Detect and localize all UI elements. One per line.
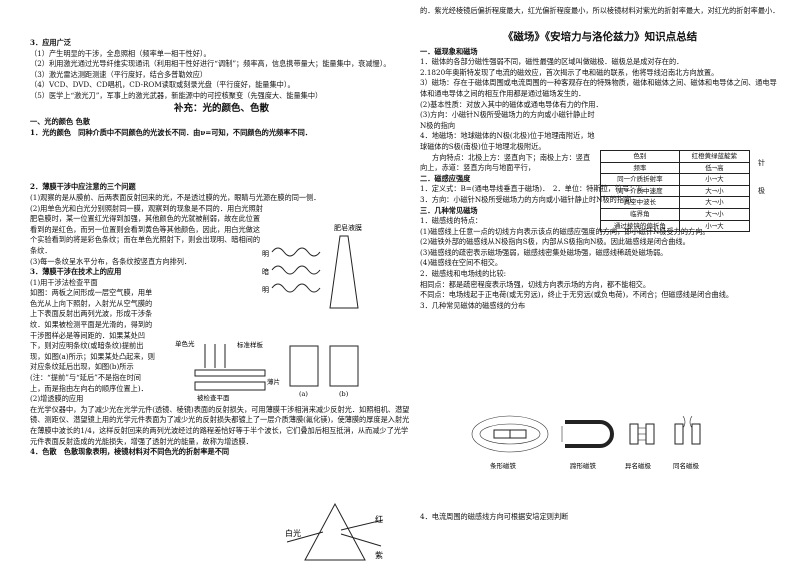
sec3-line: 1．磁感线的特点：: [420, 216, 483, 226]
sec1-line: 2.1820年奥斯特发现了电流的磁效应，首次揭示了电和磁的联系，他将导线沿南北方…: [420, 67, 719, 77]
sec3-line: 相同点：都是疏密程度表示场强，切线方向表示场的方向，都不能相交。: [420, 279, 651, 289]
wedge-label: 薄片: [267, 377, 280, 386]
sec3-line: 不同点：电场线起于正电荷(或无穷远)，终止于无穷远(或负电荷)，不闭合；但磁感线…: [420, 290, 734, 300]
magnet-label: 异名磁极: [625, 461, 652, 470]
sec1-line: 4．地磁场：地球磁体的N极(北极)位于地理南附近，地球磁体的S极(南极)位于地理…: [420, 131, 595, 151]
magnet-label: 蹄形磁铁: [570, 461, 597, 470]
s2-line: (1)观察的是从膜前、后两表面反射回来的光，不是透过膜的光，眼睛与光源在膜的同一…: [30, 192, 321, 202]
table-cell: 同一介质中速度: [600, 184, 680, 198]
bar-magnet-figure: [471, 415, 549, 453]
fig-b-label: (b): [339, 390, 349, 398]
sec1-heading: 一．磁现象和磁场: [420, 46, 478, 56]
soap-label: 肥皂液膜: [334, 223, 362, 232]
white-light-label: 白光: [285, 528, 301, 538]
sec1-line: (2)基本性质：对放入其中的磁体或通电导体有力的作用．: [420, 99, 603, 109]
right-column: 《磁场》《安培力与洛伦兹力》知识点总结 一．磁现象和磁场 1．磁体的各部分磁性强…: [420, 30, 780, 311]
fig-a-label: (a): [299, 390, 308, 398]
s2-heading: 2．薄膜干涉中应注意的三个问题: [30, 182, 136, 192]
opposite-poles-figure: [629, 423, 655, 445]
magnetism-title: 《磁场》《安培力与洛伦兹力》知识点总结: [502, 31, 698, 43]
sec2-heading: 二．磁感应强度: [420, 173, 471, 183]
sec3-line: 2．磁感线和电场线的比较:: [420, 269, 507, 279]
red-label: 红: [375, 514, 383, 524]
table-cell: 同一介质折射率: [600, 173, 680, 186]
table-cell: 临界角: [600, 207, 680, 221]
table-cell: 频率: [600, 161, 680, 175]
sec3-line: (2)磁铁外部的磁感线从N极指向S极，内部从S极指向N极。因此磁感线是闭合曲线。: [420, 237, 690, 247]
sec2-line: 3．方向：小磁针N极所受磁场力的方向或小磁针静止时N极的指向。: [420, 194, 639, 204]
fringe-b: [329, 345, 359, 387]
sec1-line: (3)方向：小磁针N极所受磁场力的方向或小磁针静止时N极的指向: [420, 110, 595, 130]
magnet-field-figures: 条形磁铁 蹄形磁铁 异名磁极 同名磁极: [471, 415, 701, 470]
top-right-text: 的．紫光经棱镜后偏折程度最大，红光偏折程度最小，所以棱镜材料对紫光的折射率最大，…: [420, 6, 780, 17]
magnet-label: 同名磁极: [673, 461, 700, 470]
app-item: （5）医学上“激光刀”，军事上的激光武器，新能源中的可控核聚变（先强度大、能量集…: [30, 90, 323, 100]
soap-film-figure: 肥皂液膜 明 暗 明: [262, 223, 362, 309]
app-heading: 3．应用广泛: [30, 38, 71, 47]
like-poles-figure: [674, 415, 701, 445]
s2-line: (2)用单色光和白光分别照射同一膜，观察到的现象是不同的．用白光照射肥皂膜时，某…: [30, 203, 263, 255]
flatness-test-figure: 单色光 标准样板 薄片 被检查平面 (a) (b): [175, 339, 359, 402]
s2-line: (3)每一条纹呈水平分布，各条纹按竖直方向排列．: [30, 256, 192, 266]
sec2-line: 1．定义式：B=(通电导线垂直于磁场)． 2．单位：特斯拉，符号：T。: [420, 184, 649, 194]
prism-figure: 白光 红 紫: [285, 502, 384, 561]
film-wedge: [329, 235, 359, 309]
color-property-table: 色别红橙黄绿蓝靛紫 频率低→高 同一介质折射率小→大 同一介质中速度大→小 真空…: [600, 150, 751, 233]
sec3-line: (3)磁感线的疏密表示磁场强弱，磁感线密集处磁场强，磁感线稀疏处磁场弱。: [420, 247, 668, 257]
standard-plate-label: 标准样板: [237, 340, 264, 349]
prism: [304, 502, 366, 561]
sec3-line: (1)磁感线上任意一点的切线方向表示该点的磁感应强度的方向，即小磁针N极受力的方…: [420, 226, 710, 236]
sec3-line: 3．几种常见磁体的磁感线的分布: [420, 300, 526, 310]
table-cell: 真空中波长: [600, 196, 680, 209]
sec1-line: 3）磁场：存在于磁体周围或电流周围的一种客观存在的特殊物质，磁体和磁体之间、磁体…: [420, 78, 777, 98]
table-cell: 红橙黄绿蓝靛紫: [678, 150, 751, 163]
sec1-line: 方向特点：北极上方：竖直向下；南极上方：竖直向上，赤道：竖直方向与地面平行，: [420, 152, 591, 173]
side-char: 极: [758, 187, 765, 195]
horseshoe-magnet-figure: [561, 420, 614, 448]
left-column: 3．应用广泛 （1）产生明显的干涉，全息照相（频率单一相干性好）。 （2）利用激…: [30, 38, 413, 458]
s4-line: 4．色散 色散现象表明，棱镜材料对不同色光的折射率是不同: [30, 447, 230, 457]
sec1-line: 1．磁体的各部分磁性强弱不同，磁性最强的区域叫做磁极．磁极总是成对存在的．: [420, 57, 684, 67]
s3-line: 如图：两板之间形成一层空气膜，用单色光从上向下照射，入射光从空气膜的上下表面反射…: [30, 288, 155, 393]
app-item: （2）利用激光通过光导纤维实现通讯（利用相干性好进行“调制”；频率高，信息携带量…: [30, 59, 391, 69]
app-item: （3）激光雷达测距测速（平行度好，结合多普勒效应）: [30, 69, 208, 79]
sec3-line: (4)磁感线在空间不相交。: [420, 258, 503, 268]
s1-heading: 一、光的颜色 色散: [30, 117, 91, 127]
s3-line: 在光学仪器中，为了减少光在光学元件(透镜、棱镜)表面的反射损失，可用薄膜干涉相消…: [30, 404, 410, 446]
s3-line: (2)增透膜的应用: [30, 394, 84, 404]
s3-line: (1)用干涉法检查平面: [30, 277, 98, 287]
bright-label: 明: [262, 250, 269, 258]
dark-label: 暗: [262, 267, 269, 276]
table-cell: 低→高: [678, 161, 751, 175]
app-item: （1）产生明显的干涉，全息照相（频率单一相干性好）。: [30, 48, 211, 58]
bright-label: 明: [262, 286, 269, 294]
magnet-label: 条形磁铁: [490, 461, 517, 470]
test-plane-label: 被检查平面: [197, 393, 230, 402]
table-cell: 大→小: [678, 196, 751, 209]
s1-paragraph: 1．光的颜色 同种介质中不同颜色的光波长不同．由ν=可知，不同颜色的光频率不同．: [30, 127, 312, 137]
violet-label: 紫: [375, 551, 383, 560]
mono-light-label: 单色光: [175, 339, 195, 348]
table-cell: 大→小: [678, 184, 751, 198]
table-cell: 通过棱镜的偏折角: [600, 219, 680, 233]
table-cell: 大→小: [678, 207, 751, 221]
table-cell: 小→大: [678, 219, 751, 233]
table-cell: 小→大: [678, 173, 751, 186]
sec3-line: 4．电流周围的磁感线方向可根据安培定则判断: [420, 512, 569, 521]
s3-heading: 3．薄膜干涉在技术上的应用: [30, 267, 122, 277]
fringe-a: [289, 345, 319, 387]
supplement-title: 补充：光的颜色、色散: [173, 102, 269, 114]
side-char: 针: [758, 159, 765, 167]
table-cell: 色别: [600, 150, 680, 163]
app-item: （4）VCD、DVD、CD唱机，CD-ROM读取或刻录光盘（平行度好，能量集中）…: [30, 80, 295, 90]
sec3-heading: 三．几种常见磁场: [420, 205, 478, 215]
dispersion-conclusion: 的．紫光经棱镜后偏折程度最大，红光偏折程度最小，所以棱镜材料对紫光的折射率最大，…: [420, 6, 780, 15]
